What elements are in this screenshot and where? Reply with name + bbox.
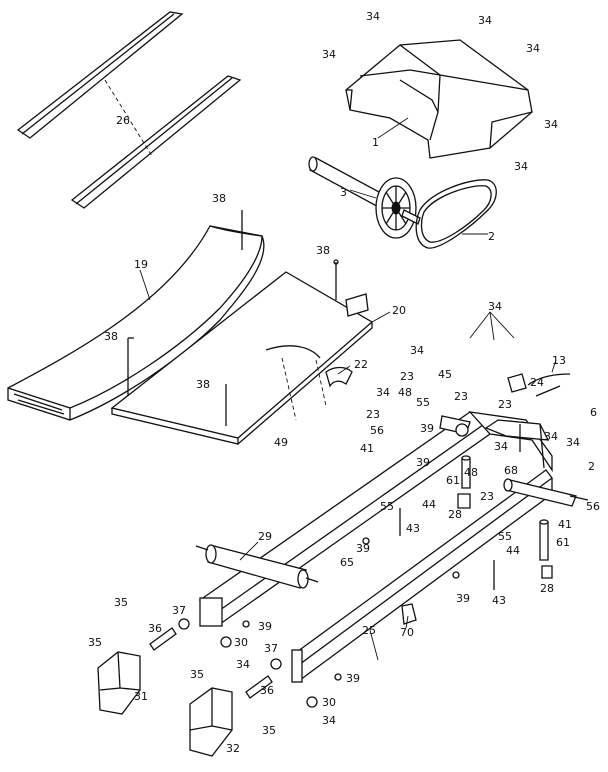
label-34k: 34 xyxy=(566,436,580,449)
label-34d: 34 xyxy=(526,42,540,55)
label-55c: 55 xyxy=(498,530,512,543)
label-34m: 34 xyxy=(322,714,336,727)
label-34f: 34 xyxy=(514,160,528,173)
label-35d: 35 xyxy=(262,724,276,737)
label-39f: 39 xyxy=(420,422,434,435)
label-61a: 61 xyxy=(446,474,460,487)
part-bumper xyxy=(325,366,353,388)
label-34j: 34 xyxy=(494,440,508,453)
label-48a: 48 xyxy=(398,386,412,399)
label-28a: 28 xyxy=(448,508,462,521)
label-31: 31 xyxy=(134,690,148,703)
label-34c: 34 xyxy=(322,48,336,61)
label-35b: 35 xyxy=(88,636,102,649)
part-end-caps xyxy=(97,651,233,757)
label-22: 22 xyxy=(354,358,368,371)
label-55b: 55 xyxy=(380,500,394,513)
label-32: 32 xyxy=(226,742,240,755)
label-44b: 44 xyxy=(506,544,520,557)
label-34a: 34 xyxy=(366,10,380,23)
part-posts xyxy=(457,455,553,579)
label-26: 26 xyxy=(116,114,130,127)
label-1: 1 xyxy=(372,136,379,149)
label-29: 29 xyxy=(258,530,272,543)
label-39a: 39 xyxy=(416,456,430,469)
label-44a: 44 xyxy=(422,498,436,511)
label-28b: 28 xyxy=(540,582,554,595)
part-motor-hood xyxy=(345,39,533,159)
label-39b: 39 xyxy=(356,542,370,555)
label-34i: 34 xyxy=(376,386,390,399)
part-rails xyxy=(16,11,242,209)
label-35a: 35 xyxy=(114,596,128,609)
label-49: 49 xyxy=(274,436,288,449)
label-23d: 23 xyxy=(498,398,512,411)
label-43a: 43 xyxy=(406,522,420,535)
label-48b: 48 xyxy=(464,466,478,479)
label-35c: 35 xyxy=(190,668,204,681)
part-running-belt xyxy=(7,225,265,421)
label-34b: 34 xyxy=(478,14,492,27)
label-6: 6 xyxy=(590,406,597,419)
label-13: 13 xyxy=(552,354,566,367)
label-38d: 38 xyxy=(196,378,210,391)
label-23e: 23 xyxy=(480,490,494,503)
label-37a: 37 xyxy=(172,604,186,617)
part-drive-belt xyxy=(415,179,497,249)
label-38b: 38 xyxy=(316,244,330,257)
label-41a: 41 xyxy=(360,442,374,455)
label-39e: 39 xyxy=(346,672,360,685)
label-34l: 34 xyxy=(236,658,250,671)
label-2b: 2 xyxy=(588,460,595,473)
label-56b: 56 xyxy=(586,500,600,513)
label-37b: 37 xyxy=(264,642,278,655)
label-39d: 39 xyxy=(258,620,272,633)
part-motor-shaft-pulley xyxy=(308,156,421,239)
label-19: 19 xyxy=(134,258,148,271)
part-rear-roller xyxy=(503,478,577,507)
label-34n: 34 xyxy=(544,430,558,443)
label-23c: 23 xyxy=(366,408,380,421)
part-front-roller xyxy=(195,544,319,589)
label-65: 65 xyxy=(340,556,354,569)
label-68: 68 xyxy=(504,464,518,477)
label-41b: 41 xyxy=(558,518,572,531)
label-23a: 23 xyxy=(400,370,414,383)
label-34g: 34 xyxy=(488,300,502,313)
label-45: 45 xyxy=(438,368,452,381)
part-main-frame xyxy=(198,411,553,683)
label-24: 24 xyxy=(530,376,544,389)
label-43b: 43 xyxy=(492,594,506,607)
label-61b: 61 xyxy=(556,536,570,549)
label-30b: 30 xyxy=(322,696,336,709)
callout-labels: 1 2 2 3 6 13 19 20 22 23 23 23 23 23 24 … xyxy=(88,10,600,755)
label-2a: 2 xyxy=(488,230,495,243)
label-36a: 36 xyxy=(148,622,162,635)
label-70: 70 xyxy=(400,626,414,639)
label-34h: 34 xyxy=(410,344,424,357)
label-38a: 38 xyxy=(212,192,226,205)
label-23b: 23 xyxy=(454,390,468,403)
label-36b: 36 xyxy=(260,684,274,697)
label-38c: 38 xyxy=(104,330,118,343)
label-55a: 55 xyxy=(416,396,430,409)
label-30a: 30 xyxy=(234,636,248,649)
label-20: 20 xyxy=(392,304,406,317)
part-hardware xyxy=(127,210,589,708)
leader-lines xyxy=(139,117,557,661)
label-56a: 56 xyxy=(370,424,384,437)
label-3: 3 xyxy=(340,186,347,199)
label-25: 25 xyxy=(362,624,376,637)
label-39c: 39 xyxy=(456,592,470,605)
label-34e: 34 xyxy=(544,118,558,131)
